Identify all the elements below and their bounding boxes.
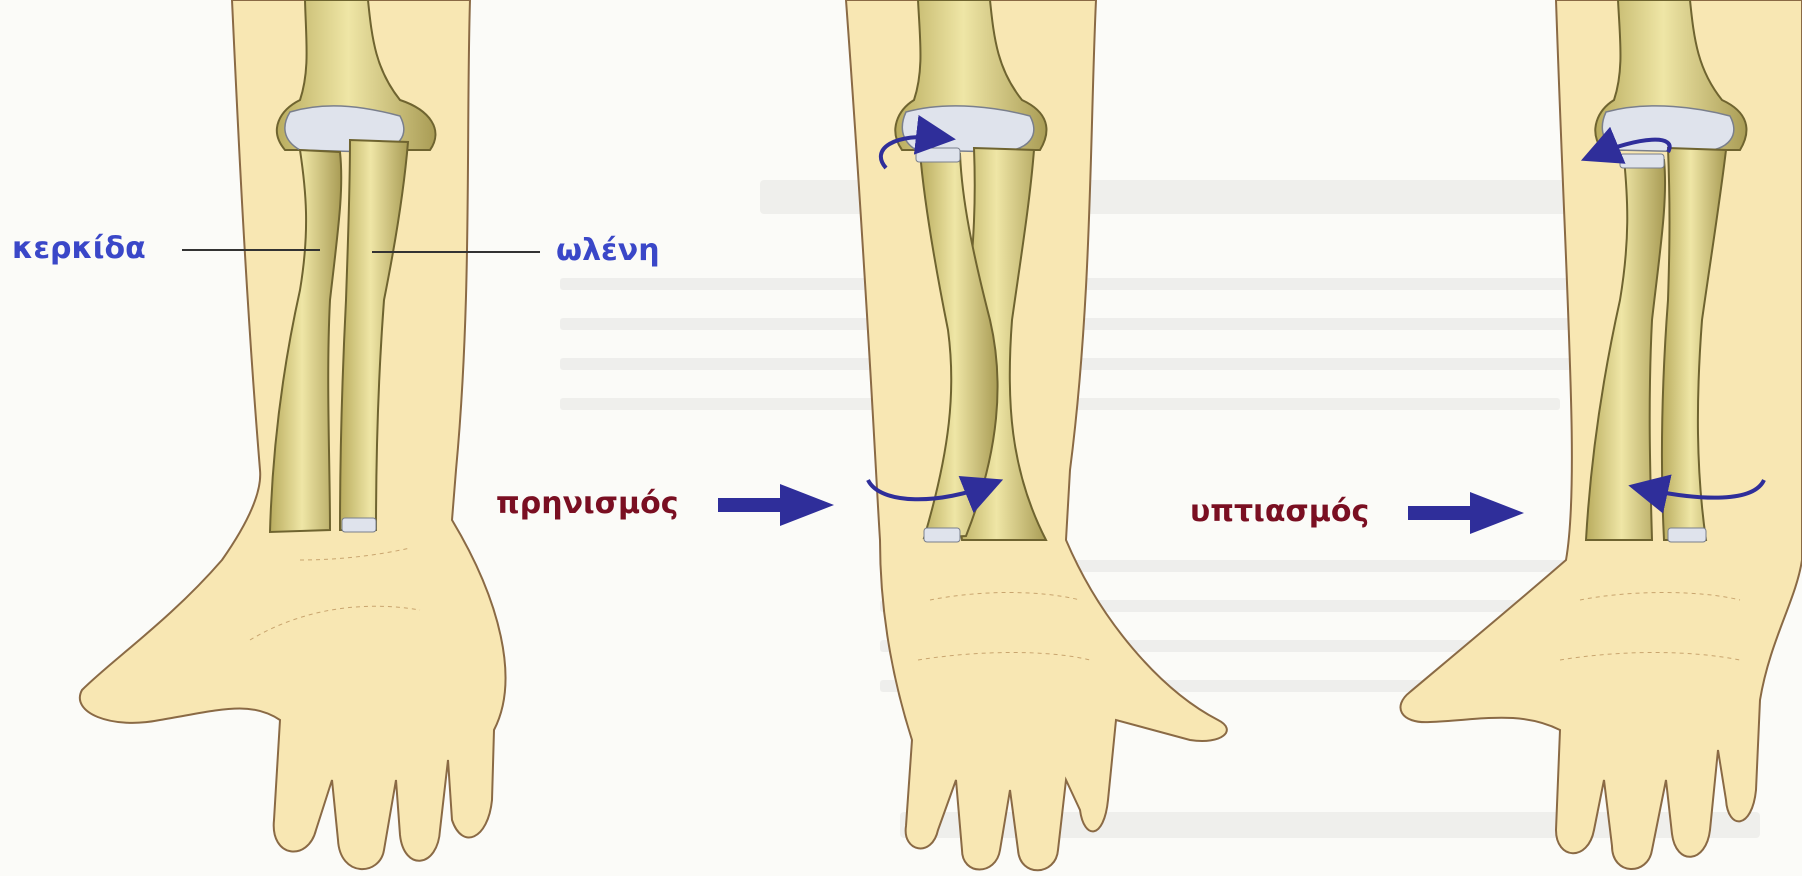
figure-pronation xyxy=(846,0,1227,870)
arrow-right-icon xyxy=(718,484,834,526)
label-pronation: πρηνισμός xyxy=(496,489,679,519)
radius-head-cartilage xyxy=(1620,154,1664,168)
label-radius: κερκίδα xyxy=(12,234,146,264)
radius-distal-cartilage xyxy=(924,528,960,542)
figure-supination xyxy=(1400,0,1802,869)
radius-head-cartilage xyxy=(916,148,960,162)
ulna-head-cartilage xyxy=(342,518,376,532)
humerus-cartilage xyxy=(902,106,1033,152)
label-supination: υπτιασμός xyxy=(1190,497,1369,527)
figure-neutral xyxy=(80,0,540,869)
arrow-right-icon xyxy=(1408,492,1524,534)
ulna-head-cartilage xyxy=(1668,528,1706,542)
label-ulna: ωλένη xyxy=(556,236,660,266)
